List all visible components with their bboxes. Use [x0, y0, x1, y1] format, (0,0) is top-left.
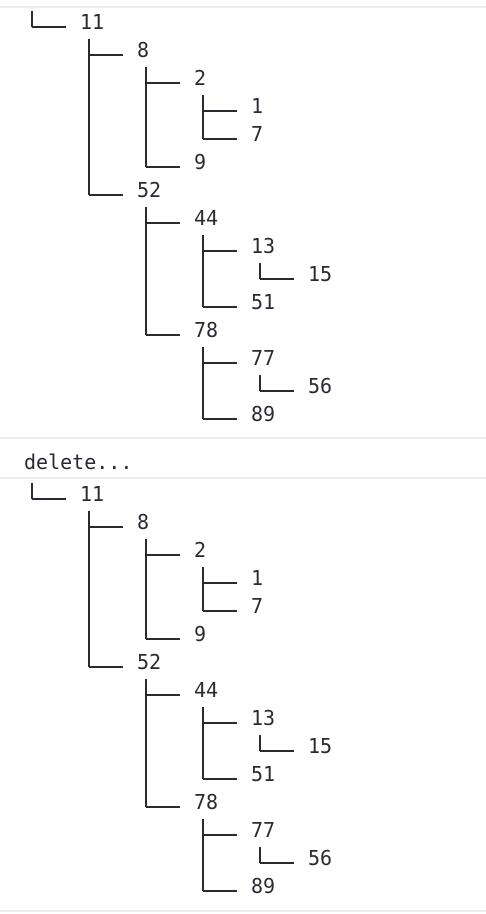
tree-node-label: 89: [251, 874, 276, 898]
tree-node-label: 7: [251, 594, 264, 618]
tree-node-label: 78: [194, 318, 219, 342]
tree-node-label: 13: [251, 234, 276, 258]
tree-node-label: 56: [308, 846, 333, 870]
tree-node-label: 56: [308, 374, 333, 398]
tree-node-label: 15: [308, 734, 333, 758]
console-log-message: delete...: [24, 450, 133, 474]
log-separator-bottom: [0, 477, 486, 479]
tree-node-label: 77: [251, 818, 276, 842]
tree-node-label: 52: [137, 650, 162, 674]
tree-node-label: 9: [194, 622, 207, 646]
bottom-separator: [0, 910, 486, 912]
tree-node-label: 1: [251, 94, 264, 118]
tree-node-label: 8: [137, 38, 150, 62]
tree-node-label: 51: [251, 762, 276, 786]
tree-node-label: 51: [251, 290, 276, 314]
log-separator-top: [0, 437, 486, 439]
tree-output-after: 11 8 2 1 7 9 52 44 13 15 51 78 77 56 89: [0, 472, 486, 910]
tree-node-label: 89: [251, 402, 276, 426]
tree-connectors: [31, 11, 294, 420]
tree-node-label: 52: [137, 178, 162, 202]
tree-node-label: 8: [137, 510, 150, 534]
tree-node-label: 77: [251, 346, 276, 370]
tree-node-label: 78: [194, 790, 219, 814]
tree-node-label: 7: [251, 122, 264, 146]
tree-connectors: [31, 483, 294, 892]
tree-output-before: 11 8 2 1 7 9 52 44 13 15 51 78 77 56 89: [0, 0, 486, 438]
tree-node-label: 2: [194, 538, 207, 562]
tree-node-label: 9: [194, 150, 207, 174]
tree-node-label: 11: [80, 10, 105, 34]
tree-node-label: 44: [194, 678, 219, 702]
tree-node-label: 1: [251, 566, 264, 590]
tree-node-label: 44: [194, 206, 219, 230]
top-separator: [0, 6, 486, 8]
tree-node-label: 11: [80, 482, 105, 506]
tree-node-label: 2: [194, 66, 207, 90]
tree-node-label: 13: [251, 706, 276, 730]
tree-node-label: 15: [308, 262, 333, 286]
